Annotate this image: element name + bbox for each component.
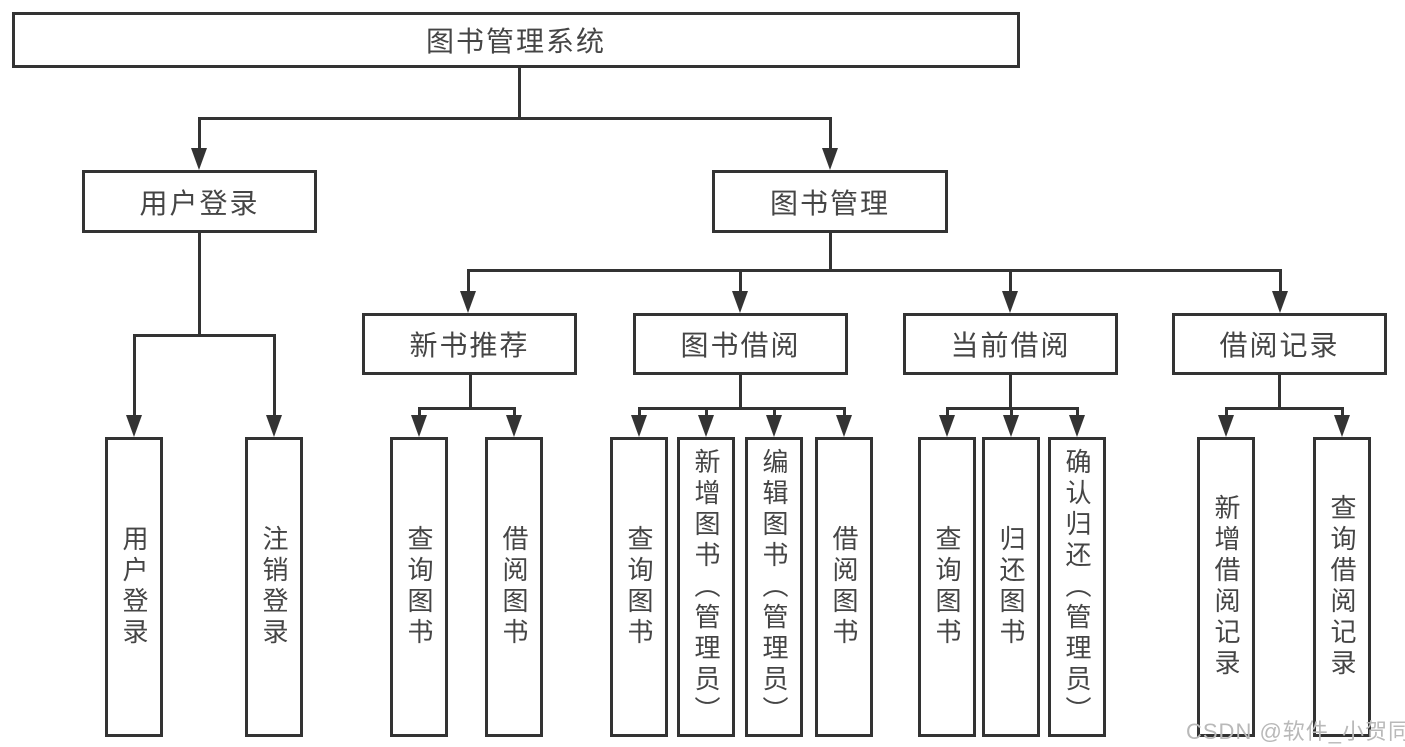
connector-root-stem <box>518 67 521 119</box>
arrowhead-borrow-records <box>1272 291 1288 313</box>
node-br-query-borrow-record-label: 查询借阅记录 <box>1327 494 1357 680</box>
connector-current-borrowing-stem <box>1009 375 1012 409</box>
connector-drop-cb-confirm-return <box>1076 407 1079 419</box>
node-cb-query-books-label: 查询图书 <box>932 525 962 649</box>
connector-book-management-hline <box>467 269 1281 272</box>
connector-drop-bb-query-books <box>638 407 641 419</box>
connector-borrow-records-stem <box>1278 375 1281 409</box>
connector-drop-bb-edit-books <box>773 407 776 419</box>
connector-drop-logout <box>273 334 276 418</box>
connector-drop-cb-query-books <box>946 407 949 419</box>
node-br-add-borrow-record: 新增借阅记录 <box>1197 437 1255 737</box>
arrowhead-user-login-leaf <box>126 415 142 437</box>
connector-drop-br-add-record <box>1225 407 1228 419</box>
node-borrow-records: 借阅记录 <box>1172 313 1387 375</box>
node-cb-confirm-return-admin: 确认归还（管理员） <box>1048 437 1106 737</box>
connector-drop-book-borrowing <box>739 269 742 295</box>
node-new-book-recommendation: 新书推荐 <box>362 313 577 375</box>
connector-drop-book-management <box>829 117 832 155</box>
node-logout-label: 注销登录 <box>259 525 289 649</box>
arrowhead-cb-query-books <box>939 415 955 437</box>
connector-book-borrowing-stem <box>739 375 742 409</box>
arrowhead-book-management <box>822 148 838 170</box>
node-bb-query-books: 查询图书 <box>610 437 668 737</box>
node-logout: 注销登录 <box>245 437 303 737</box>
node-user-login-leaf: 用户登录 <box>105 437 163 737</box>
connector-drop-cb-return-books <box>1010 407 1013 419</box>
connector-drop-bb-borrow-books <box>843 407 846 419</box>
node-current-borrowing: 当前借阅 <box>903 313 1118 375</box>
node-user-login-label: 用户登录 <box>139 187 260 219</box>
node-bb-edit-books-admin: 编辑图书（管理员） <box>745 437 803 737</box>
arrowhead-br-query-record <box>1334 415 1350 437</box>
node-br-add-borrow-record-label: 新增借阅记录 <box>1211 494 1241 680</box>
arrowhead-cb-return-books <box>1003 415 1019 437</box>
node-library-management-system-label: 图书管理系统 <box>425 26 606 57</box>
node-new-book-recommendation-label: 新书推荐 <box>409 330 530 361</box>
node-nb-query-books-label: 查询图书 <box>404 525 434 649</box>
connector-user-login-hline <box>133 334 276 337</box>
connector-user-login-stem <box>198 233 201 336</box>
connector-borrow-records-hline <box>1225 407 1344 410</box>
node-nb-borrow-books-label: 借阅图书 <box>499 525 529 649</box>
arrowhead-nb-query-books <box>411 415 427 437</box>
connector-book-borrowing-hline <box>638 407 846 410</box>
node-bb-edit-books-admin-label: 编辑图书（管理员） <box>759 447 789 727</box>
node-cb-return-books-label: 归还图书 <box>996 525 1026 649</box>
connector-root-branch-hline <box>198 117 831 120</box>
csdn-watermark: CSDN @软件_小贺同学 <box>1186 719 1405 744</box>
arrowhead-bb-edit-books <box>766 415 782 437</box>
connector-drop-user-login-leaf <box>133 334 136 418</box>
arrowhead-bb-query-books <box>631 415 647 437</box>
arrowhead-bb-add-books <box>698 415 714 437</box>
connector-drop-current-borrowing <box>1009 269 1012 295</box>
arrowhead-logout <box>266 415 282 437</box>
arrowhead-current-borrowing <box>1002 291 1018 313</box>
node-bb-query-books-label: 查询图书 <box>624 525 654 649</box>
connector-drop-nb-borrow-books <box>513 407 516 419</box>
node-user-login-leaf-label: 用户登录 <box>119 525 149 649</box>
arrowhead-user-login <box>191 148 207 170</box>
node-cb-return-books: 归还图书 <box>982 437 1040 737</box>
node-nb-query-books: 查询图书 <box>390 437 448 737</box>
node-bb-borrow-books: 借阅图书 <box>815 437 873 737</box>
node-bb-add-books-admin: 新增图书（管理员） <box>677 437 735 737</box>
connector-book-management-stem <box>829 233 832 271</box>
node-nb-borrow-books: 借阅图书 <box>485 437 543 737</box>
arrowhead-new-book-recommendation <box>460 291 476 313</box>
arrowhead-br-add-record <box>1218 415 1234 437</box>
node-book-borrowing: 图书借阅 <box>633 313 848 375</box>
arrowhead-book-borrowing <box>732 291 748 313</box>
node-br-query-borrow-record: 查询借阅记录 <box>1313 437 1371 737</box>
connector-new-book-hline <box>418 407 516 410</box>
node-current-borrowing-label: 当前借阅 <box>950 330 1071 361</box>
connector-drop-user-login <box>198 117 201 155</box>
node-book-management-label: 图书管理 <box>769 187 890 219</box>
connector-drop-nb-query-books <box>418 407 421 419</box>
node-book-management: 图书管理 <box>712 170 948 233</box>
connector-drop-br-query-record <box>1341 407 1344 419</box>
node-book-borrowing-label: 图书借阅 <box>680 330 801 361</box>
connector-new-book-stem <box>469 375 472 409</box>
arrowhead-bb-borrow-books <box>836 415 852 437</box>
node-bb-borrow-books-label: 借阅图书 <box>829 525 859 649</box>
node-cb-query-books: 查询图书 <box>918 437 976 737</box>
node-cb-confirm-return-admin-label: 确认归还（管理员） <box>1062 447 1092 727</box>
node-library-management-system: 图书管理系统 <box>12 12 1020 68</box>
arrowhead-nb-borrow-books <box>506 415 522 437</box>
connector-drop-new-book-recommendation <box>467 269 470 295</box>
connector-drop-bb-add-books <box>705 407 708 419</box>
node-user-login: 用户登录 <box>82 170 317 233</box>
arrowhead-cb-confirm-return <box>1069 415 1085 437</box>
node-borrow-records-label: 借阅记录 <box>1219 330 1340 361</box>
connector-drop-borrow-records <box>1279 269 1282 295</box>
node-bb-add-books-admin-label: 新增图书（管理员） <box>691 447 721 727</box>
